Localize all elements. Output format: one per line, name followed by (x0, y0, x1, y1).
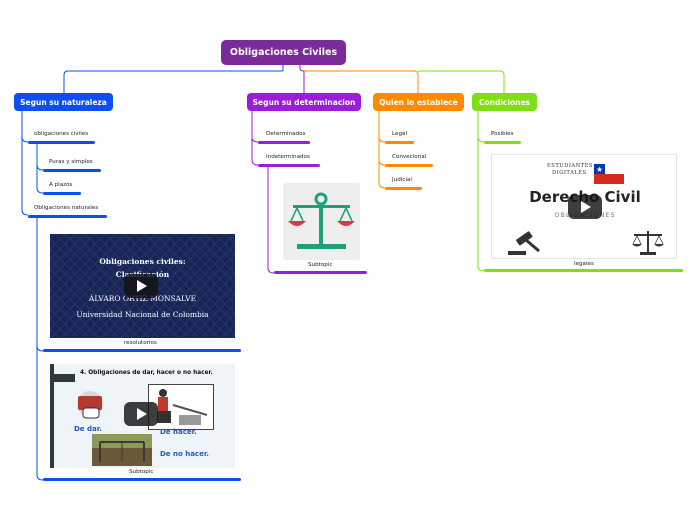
topic-underline (28, 141, 95, 144)
slide-header-tab (53, 374, 75, 382)
label-de-hacer: De hacer. (160, 428, 197, 436)
topic-underline (258, 164, 320, 167)
topic-obligaciones-civiles[interactable]: obligaciones civiles (34, 131, 89, 137)
play-icon[interactable] (124, 274, 158, 298)
scale-of-justice-icon (288, 192, 355, 249)
video-university: Universidad Nacional de Colombia (76, 310, 209, 319)
gate-photo (92, 434, 152, 466)
topic-underline (274, 271, 367, 274)
topic-convencional[interactable]: Convecional (392, 154, 427, 160)
branch-condiciones[interactable]: Condiciones (472, 93, 537, 111)
gavel-icon (508, 231, 540, 255)
topic-underline (43, 349, 241, 352)
scale-image[interactable] (283, 183, 360, 260)
topic-underline (484, 141, 521, 144)
topic-indeterminados[interactable]: Indeterminados (266, 154, 310, 160)
root-topic[interactable]: Obligaciones Civiles (221, 40, 346, 65)
topic-legal[interactable]: Legal (392, 131, 407, 137)
topic-underline (43, 478, 241, 481)
label-de-dar: De dar. (74, 425, 102, 433)
topic-puras-y-simples[interactable]: Puras y simples (49, 159, 93, 165)
topic-obligaciones-naturales[interactable]: Obligaciones naturales (34, 205, 99, 211)
topic-underline (43, 169, 101, 172)
badge-line1: ESTUDIANTES (547, 163, 593, 169)
topic-underline (484, 269, 683, 272)
topic-posibles[interactable]: Posibles (491, 131, 514, 137)
topic-underline (258, 141, 310, 144)
branch-quien-lo-establece[interactable]: Quien lo establece (373, 93, 464, 111)
chile-flag-icon (594, 164, 624, 184)
topic-a-plazos[interactable]: A plazos (49, 182, 73, 188)
scale-of-justice-icon (632, 231, 664, 255)
topic-underline (43, 192, 81, 195)
video-thumbnail-derecho-civil[interactable]: ESTUDIANTES DIGITALES Derecho Civil OBLI… (491, 154, 677, 259)
branch-segun-su-naturaleza[interactable]: Segun su naturaleza (14, 93, 113, 111)
video-thumbnail-dar-hacer[interactable]: 4. Obligaciones de dar, hacer o no hacer… (50, 364, 235, 468)
badge-line2: DIGITALES (552, 170, 587, 176)
video-caption-legales: legales (574, 261, 594, 267)
branch-segun-su-determinacion[interactable]: Segun su determinacion (247, 93, 361, 111)
topic-determinados[interactable]: Determinados (266, 131, 306, 137)
topic-underline (385, 141, 414, 144)
worker-illustration (148, 384, 214, 430)
hand-money-icon (77, 391, 103, 419)
video-author: ÁLVARO ORTIZ MONSALVE (88, 294, 197, 303)
topic-underline (385, 164, 433, 167)
video-title-line1: Obligaciones civiles: (99, 257, 186, 266)
topic-underline (28, 215, 107, 218)
video-thumbnail-clasificacion[interactable]: Obligaciones civiles: Clasificación ÁLVA… (50, 234, 235, 338)
play-icon[interactable] (124, 402, 158, 426)
image-caption-subtopic: Subtopic (308, 262, 333, 268)
play-icon[interactable] (568, 195, 602, 219)
video-caption-resolutorios: resolutorios (124, 340, 157, 346)
slide-side-bar (50, 364, 54, 468)
label-de-no-hacer: De no hacer. (160, 450, 209, 458)
topic-judicial[interactable]: Judicial (392, 177, 412, 183)
slide-heading: 4. Obligaciones de dar, hacer o no hacer… (80, 370, 213, 376)
topic-underline (385, 187, 422, 190)
video-caption-subtopic: Subtopic (129, 469, 154, 475)
